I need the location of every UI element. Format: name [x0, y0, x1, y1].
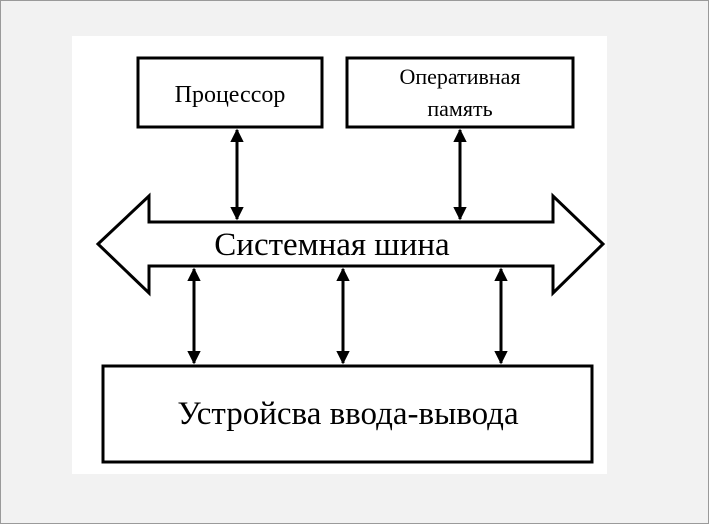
io-label: Устройсва ввода-вывода [177, 396, 519, 432]
system-bus: Системная шина [95, 192, 606, 297]
bus-arrow-shape [95, 192, 606, 297]
processor-box [136, 56, 324, 129]
io-devices-block: Устройсва ввода-вывода [101, 364, 594, 464]
processor-label: Процессор [175, 82, 286, 108]
memory-block: Оперативная память [345, 56, 575, 129]
io-devices-box [101, 364, 594, 464]
bus-label: Системная шина [214, 227, 450, 263]
memory-box [345, 56, 575, 129]
memory-label-line2: память [427, 96, 492, 121]
memory-label-line1: Оперативная [399, 64, 520, 89]
processor-block: Процессор [136, 56, 324, 129]
